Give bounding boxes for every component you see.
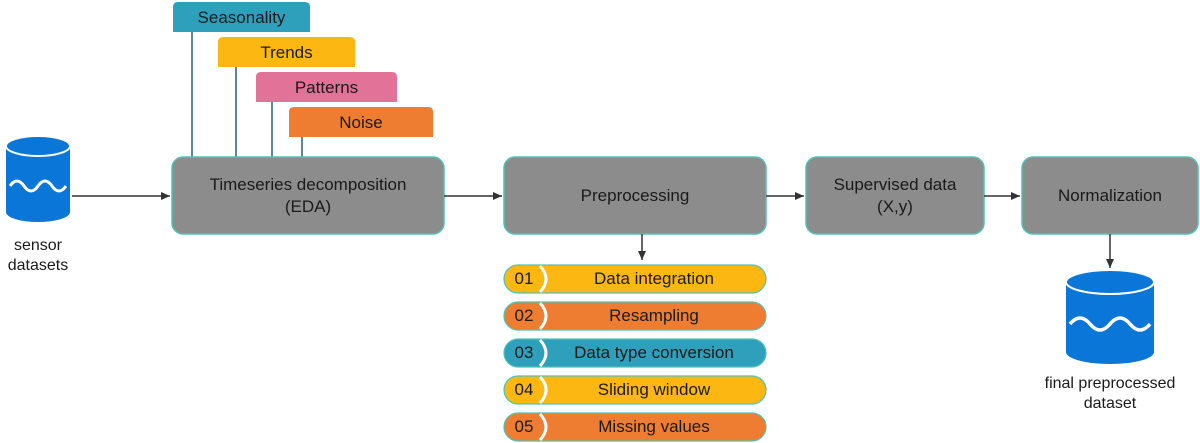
step-number: 03 <box>514 343 534 362</box>
tag-noise: Noise <box>339 113 383 132</box>
step-pill <box>503 338 767 368</box>
step-pill <box>503 375 767 405</box>
tag-trends: Trends <box>260 43 313 62</box>
tag-trends-shape <box>218 37 355 67</box>
preprocessing-steps <box>503 264 767 442</box>
decomposition-box-label: Timeseries decomposition (EDA) <box>209 174 407 216</box>
tag-patterns: Patterns <box>294 78 359 97</box>
step-label: Sliding window <box>597 380 711 399</box>
step-number: 05 <box>514 417 534 436</box>
final-dataset-label: final preprocessed dataset <box>1044 375 1176 412</box>
step-pill <box>503 412 767 442</box>
preprocessing-box-label: Preprocessing <box>580 185 690 205</box>
sensor-datasets-label: sensor datasets <box>7 237 69 274</box>
step-number: 04 <box>514 380 534 399</box>
flow-arrows <box>72 192 1114 268</box>
tag-seasonality: Seasonality <box>197 8 286 27</box>
final-database-icon <box>1065 269 1155 364</box>
sensor-database-icon <box>5 135 71 222</box>
tag-connectors <box>191 32 303 157</box>
step-label: Resampling <box>609 306 699 325</box>
step-pill <box>503 264 767 294</box>
step-number: 01 <box>514 269 534 288</box>
tag-noise-shape <box>289 107 433 137</box>
step-label: Missing values <box>598 417 710 436</box>
normalization-box-label: Normalization <box>1058 185 1162 205</box>
tag-patterns-shape <box>256 72 397 102</box>
step-label: Data integration <box>593 269 715 288</box>
tag-seasonality-shape <box>173 2 310 32</box>
step-pill <box>503 301 767 331</box>
step-number: 02 <box>514 306 534 325</box>
step-label: Data type conversion <box>574 343 734 362</box>
supervised-box-label: Supervised data (X,y) <box>833 174 957 216</box>
